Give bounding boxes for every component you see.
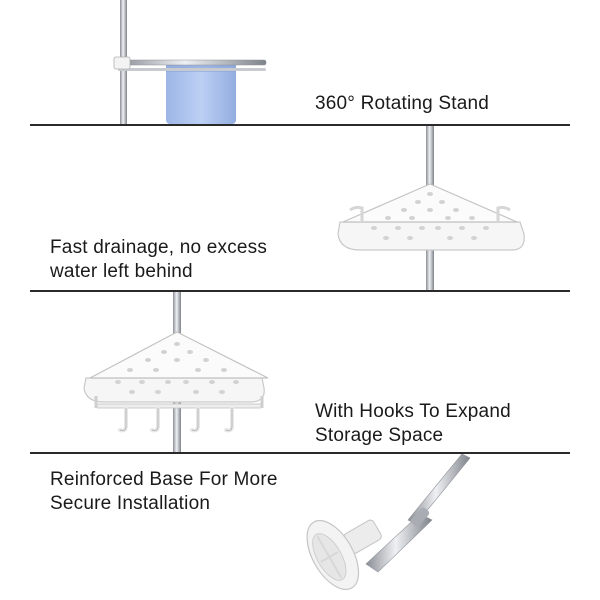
drainage-holes bbox=[371, 192, 489, 240]
base-illustration bbox=[306, 454, 471, 590]
caption-line: water left behind bbox=[50, 261, 193, 282]
caption-line: Reinforced Base For More bbox=[50, 469, 278, 490]
panel-reinforced-base: Reinforced Base For More Secure Installa… bbox=[0, 454, 600, 600]
shelf-tray bbox=[337, 221, 525, 251]
drainage-shelf-illustration bbox=[337, 126, 525, 290]
towel-bar-lower bbox=[118, 68, 266, 71]
suction-base bbox=[306, 519, 382, 590]
caption-drainage: Fast drainage, no excess water left behi… bbox=[50, 236, 267, 284]
shelf-top bbox=[89, 331, 269, 379]
divider-1 bbox=[30, 124, 570, 126]
towel-rack-illustration bbox=[113, 0, 267, 124]
caption-hooks: With Hooks To Expand Storage Space bbox=[315, 400, 511, 448]
towel-bar bbox=[117, 59, 267, 66]
divider-2 bbox=[30, 290, 570, 292]
telescopic-pole-lower bbox=[365, 513, 433, 573]
caption-reinforced-base: Reinforced Base For More Secure Installa… bbox=[50, 468, 278, 516]
hooks-shelf-illustration bbox=[83, 292, 269, 452]
panel-rotating-stand: 360° Rotating Stand bbox=[0, 0, 600, 124]
caption-line: Storage Space bbox=[315, 425, 444, 446]
hook-rail bbox=[95, 403, 263, 409]
panel-hooks: With Hooks To Expand Storage Space bbox=[0, 292, 600, 452]
shelf-tray bbox=[83, 377, 265, 403]
caption-rotating-stand: 360° Rotating Stand bbox=[315, 92, 489, 116]
caption-line: Secure Installation bbox=[50, 493, 211, 514]
caption-line: With Hooks To Expand bbox=[315, 401, 511, 422]
caption-line: Fast drainage, no excess bbox=[50, 237, 268, 258]
shelf-top bbox=[342, 183, 518, 223]
drainage-holes bbox=[115, 342, 239, 394]
towel bbox=[166, 62, 236, 124]
divider-3 bbox=[30, 452, 570, 454]
panel-drainage: Fast drainage, no excess water left behi… bbox=[0, 126, 600, 290]
caption-line: 360° Rotating Stand bbox=[315, 93, 490, 114]
